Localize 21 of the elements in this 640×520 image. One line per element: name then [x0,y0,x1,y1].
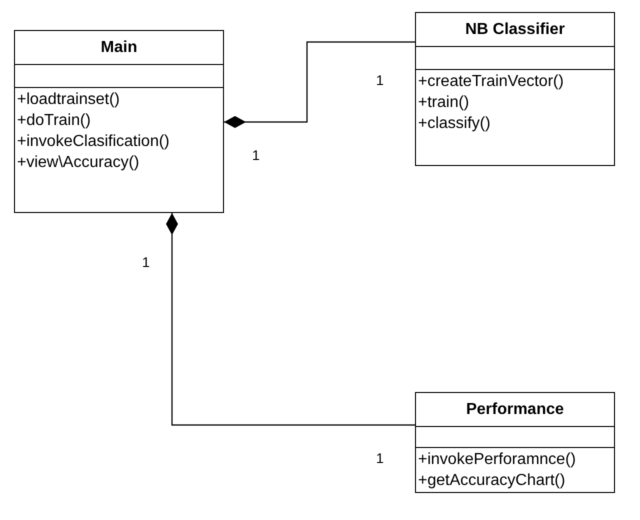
class-box [14,30,224,213]
method-text: +createTrainVector() [418,72,564,92]
multiplicity-label: 1 [142,254,150,270]
class-box [415,12,615,166]
method-text: +invokePerforamnce() [418,450,576,470]
multiplicity-label: 1 [376,72,384,88]
composition-line [166,213,415,426]
class-name: NB Classifier [465,21,565,38]
method-text: +invokeClasification() [17,132,170,152]
method-text: +train() [418,93,470,113]
method-text: +doTrain() [17,111,91,131]
class-name: Main [100,39,138,56]
composition-line [224,41,415,128]
class-name: Performance [466,401,564,418]
method-text: +classify() [418,114,490,134]
method-text: +getAccuracyChart() [418,471,566,491]
method-text: +view\Accuracy() [17,153,140,173]
multiplicity-label: 1 [252,147,260,163]
method-text: +loadtrainset() [17,90,120,110]
class-box [415,392,615,493]
multiplicity-label: 1 [376,450,384,466]
